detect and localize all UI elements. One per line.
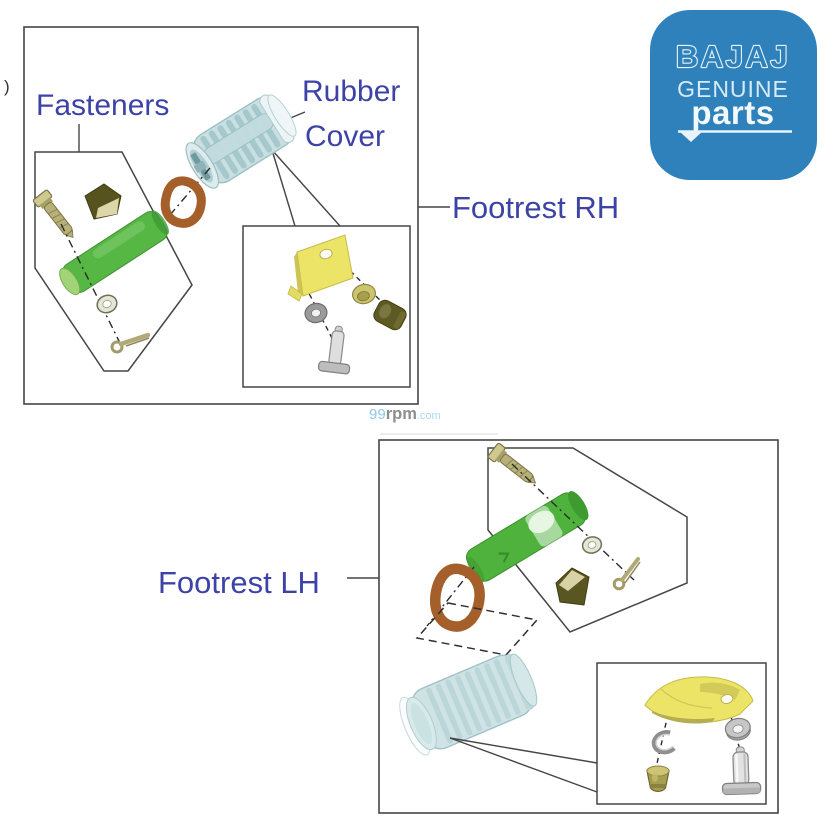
stray-mark: ) bbox=[4, 77, 10, 96]
lh-footrest-arm-part bbox=[465, 491, 589, 583]
lh-flange-bolt-part bbox=[721, 746, 762, 796]
lh-detail-fan-line-2 bbox=[449, 737, 598, 793]
lh-detail-fan-line-1 bbox=[449, 737, 598, 764]
logo-genuine-text: GENUINE bbox=[677, 76, 789, 102]
lh-rubber-cover-part bbox=[399, 653, 538, 756]
rh-flange-bolt-part bbox=[317, 325, 351, 375]
watermark: 99rpm.com bbox=[369, 405, 441, 423]
lh-seal-ring-part bbox=[430, 563, 485, 632]
lh-centerline-fasteners bbox=[511, 463, 635, 581]
lh-small-washer-part bbox=[581, 536, 603, 554]
logo-parts-text: parts bbox=[691, 94, 774, 131]
logo-brand-text: BAJAJ bbox=[676, 39, 790, 74]
lh-detail-centerline-2 bbox=[728, 708, 742, 755]
footrest-rh-label: Footrest RH bbox=[452, 190, 619, 225]
lh-acorn-nut-part bbox=[646, 765, 670, 792]
lh-cotter-pin-part bbox=[612, 557, 641, 591]
rubber-cover-label-line1: Rubber bbox=[302, 75, 400, 108]
footrest-lh-label: Footrest LH bbox=[158, 565, 320, 600]
rh-washer-part bbox=[304, 302, 328, 324]
rh-cap-nut-part bbox=[373, 299, 407, 331]
rubber-cover-label-line2: Cover bbox=[305, 120, 385, 153]
rh-nut-part bbox=[351, 283, 377, 305]
rh-seal-ring-part bbox=[160, 176, 206, 228]
rh-bracket-part bbox=[287, 234, 354, 302]
lh-c-clip-part bbox=[651, 730, 676, 755]
rh-cotter-pin-part bbox=[110, 332, 151, 354]
rh-clip-part bbox=[84, 183, 122, 220]
rh-mount-bolt-part bbox=[32, 189, 74, 239]
fasteners-label: Fasteners bbox=[36, 89, 169, 122]
rh-rubber-cover-part bbox=[185, 94, 297, 189]
lh-hex-nut-part bbox=[724, 717, 751, 741]
detail-fan-line-2 bbox=[271, 149, 341, 227]
rh-centerline-fasteners bbox=[60, 223, 122, 346]
lh-detail-centerline-1 bbox=[655, 713, 669, 769]
rh-small-washer-part bbox=[96, 294, 118, 314]
bajaj-genuine-parts-logo: BAJAJ GENUINE parts bbox=[650, 10, 817, 180]
lh-bracket-part bbox=[644, 676, 754, 724]
detail-fan-line-1 bbox=[271, 149, 296, 227]
lh-clip-part bbox=[555, 567, 590, 606]
rh-footrest-arm-part bbox=[59, 210, 169, 296]
logo-arrow-icon bbox=[679, 131, 703, 142]
